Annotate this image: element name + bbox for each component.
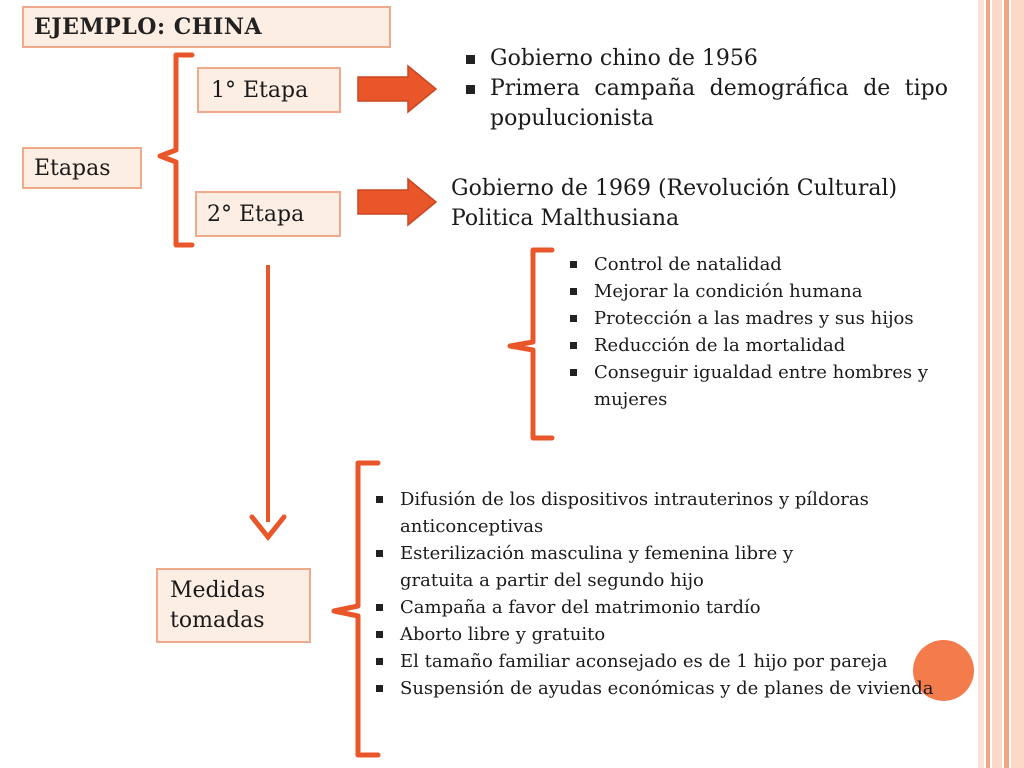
list-item: Esterilización masculina y femenina libr… bbox=[374, 540, 870, 594]
page-title: EJEMPLO: CHINA bbox=[34, 14, 263, 40]
decorative-stripe-4 bbox=[1004, 0, 1009, 768]
etapa2-box: 2° Etapa bbox=[195, 191, 341, 237]
arrow-etapa2 bbox=[357, 177, 438, 227]
list-item: Gobierno chino de 1956 bbox=[464, 44, 948, 74]
etapa2-line1: Gobierno de 1969 (Revolución Cultural) bbox=[451, 176, 898, 201]
etapas-box: Etapas bbox=[22, 147, 142, 189]
title-box: EJEMPLO: CHINA bbox=[22, 6, 391, 48]
etapa1-label: 1° Etapa bbox=[211, 78, 309, 103]
list-item: Protección a las madres y sus hijos bbox=[568, 305, 934, 332]
medidas-box: Medidas tomadas bbox=[156, 568, 311, 643]
list-item: Aborto libre y gratuito bbox=[374, 621, 949, 648]
decorative-stripe-5 bbox=[1011, 0, 1024, 768]
list-item: Control de natalidad bbox=[568, 251, 968, 278]
brace-etapas bbox=[157, 52, 195, 248]
decorative-circle bbox=[913, 640, 974, 701]
list-item: Reducción de la mortalidad bbox=[568, 332, 968, 359]
etapa2-label: 2° Etapa bbox=[207, 202, 305, 227]
etapa2-line2: Politica Malthusiana bbox=[451, 206, 680, 231]
brace-politica bbox=[507, 247, 555, 441]
arrow-etapa1 bbox=[357, 64, 438, 114]
medidas-label: Medidas tomadas bbox=[170, 578, 266, 633]
list-item: Difusión de los dispositivos intrauterin… bbox=[374, 486, 949, 540]
etapa1-list: Gobierno chino de 1956 Primera campaña d… bbox=[464, 44, 948, 134]
list-item: Campaña a favor del matrimonio tardío bbox=[374, 594, 949, 621]
list-item: Conseguir igualdad entre hombres y mujer… bbox=[568, 359, 974, 413]
decorative-stripe-3 bbox=[992, 0, 1002, 768]
list-item: Mejorar la condición humana bbox=[568, 278, 968, 305]
list-item: El tamaño familiar aconsejado es de 1 hi… bbox=[374, 648, 920, 675]
brace-medidas bbox=[331, 460, 381, 758]
arrow-down-head bbox=[249, 514, 287, 542]
etapas-label: Etapas bbox=[34, 156, 111, 181]
politica-list: Control de natalidad Mejorar la condició… bbox=[568, 251, 968, 413]
list-item: Primera campaña demográfica de tipo popu… bbox=[464, 74, 948, 134]
etapa1-box: 1° Etapa bbox=[197, 67, 341, 113]
decorative-stripe-1 bbox=[978, 0, 984, 768]
list-item: Suspensión de ayudas económicas y de pla… bbox=[374, 675, 940, 702]
medidas-list: Difusión de los dispositivos intrauterin… bbox=[374, 486, 949, 702]
decorative-stripe-2 bbox=[986, 0, 990, 768]
